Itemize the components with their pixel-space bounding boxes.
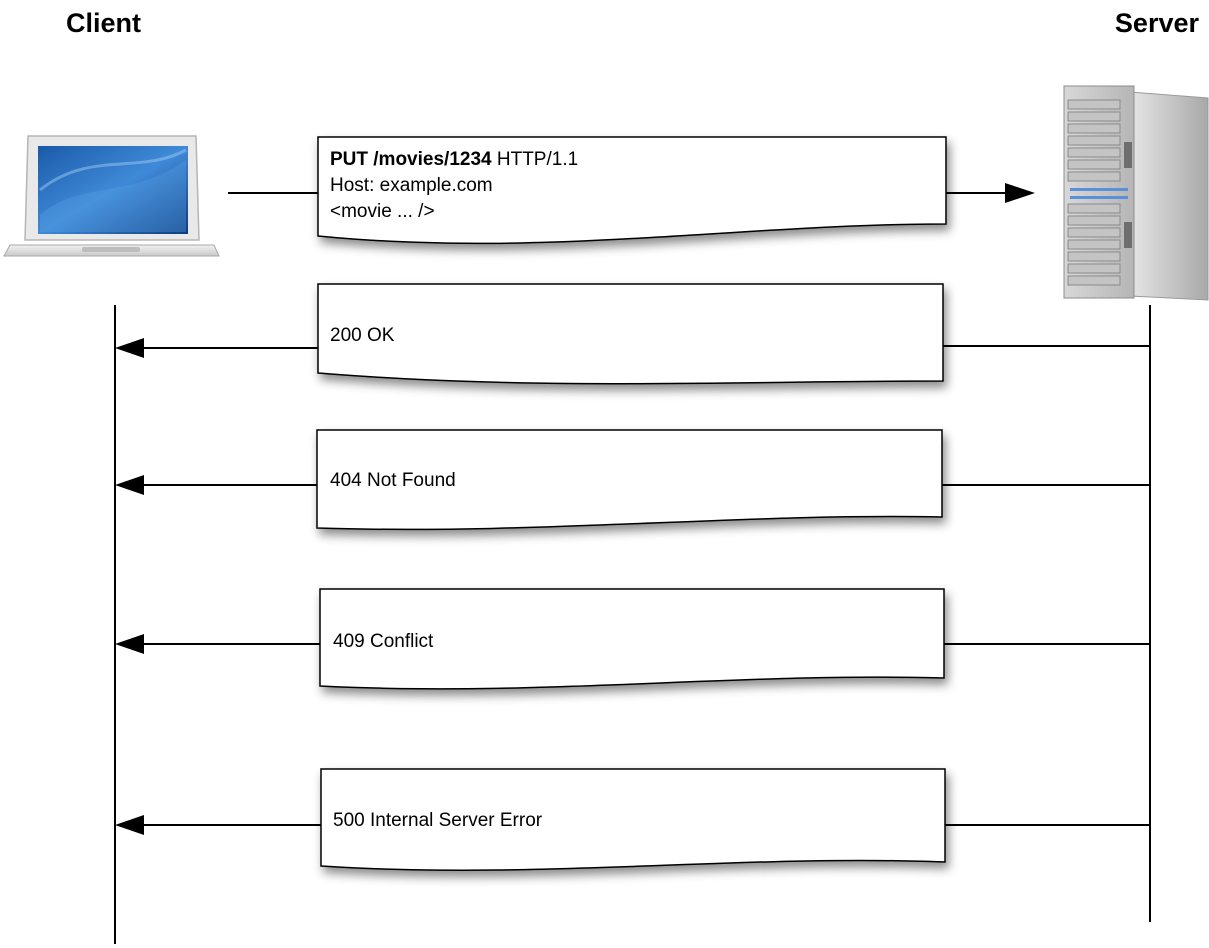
- server-label: Server: [1114, 8, 1199, 38]
- laptop-icon: [3, 135, 220, 257]
- response-status-500: 500 Internal Server Error: [333, 810, 543, 831]
- response-note-200: [317, 283, 944, 385]
- request-body-line: <movie ... />: [330, 201, 435, 222]
- request-method-path: PUT /movies/1234: [330, 149, 492, 170]
- response-status-404: 404 Not Found: [330, 470, 456, 491]
- request-line-1: PUT /movies/1234 HTTP/1.1: [330, 147, 578, 172]
- request-host-line: Host: example.com: [330, 175, 493, 196]
- response-arrowhead-404: [115, 475, 144, 495]
- response-note-409: [319, 588, 945, 690]
- response-arrowhead-409: [115, 634, 144, 654]
- request-version: HTTP/1.1: [496, 149, 579, 170]
- client-label: Client: [66, 8, 142, 38]
- server-rack-icon: [1063, 85, 1209, 301]
- response-arrowhead-200: [115, 338, 144, 358]
- response-status-200: 200 OK: [330, 325, 395, 346]
- response-status-409: 409 Conflict: [333, 631, 434, 652]
- response-note-404: [316, 429, 943, 531]
- request-note: [317, 136, 947, 245]
- response-note-500: [320, 768, 946, 871]
- request-arrowhead: [1005, 183, 1035, 203]
- response-arrowhead-500: [115, 815, 144, 835]
